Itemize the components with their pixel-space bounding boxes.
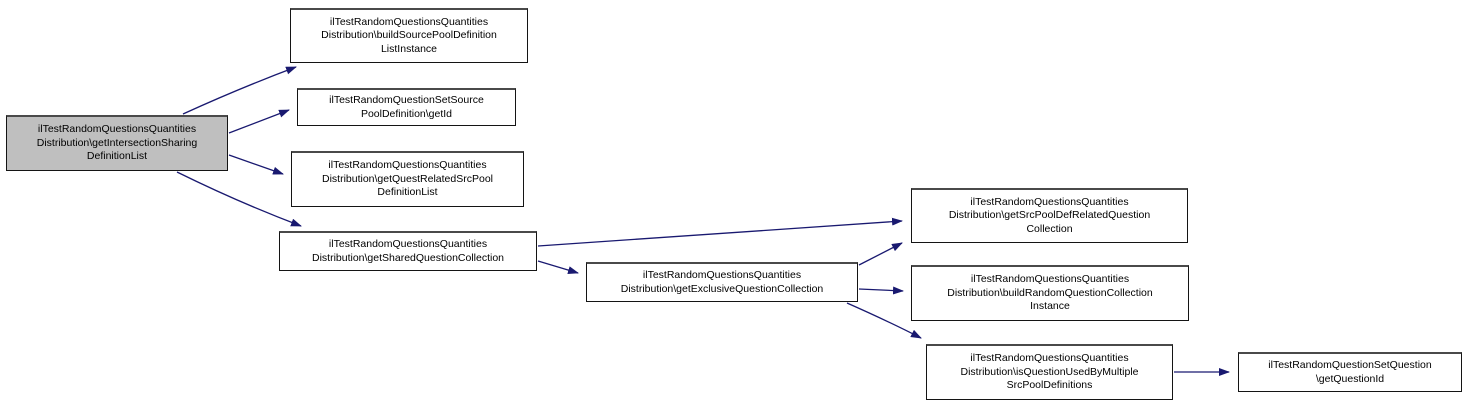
node-label: ilTestRandomQuestionsQuantities Distribu… [36, 123, 198, 163]
node-label: ilTestRandomQuestionsQuantities Distribu… [321, 15, 497, 55]
node-label: ilTestRandomQuestionsQuantities Distribu… [960, 352, 1139, 392]
edge-getexclusive-to-isused [846, 302, 922, 339]
node-label: ilTestRandomQuestionsQuantities Distribu… [947, 273, 1153, 313]
node-isQuestionUsedByMultipleSrcPoolDefinitions[interactable]: ilTestRandomQuestionsQuantities Distribu… [926, 344, 1173, 400]
node-getQuestionId[interactable]: ilTestRandomQuestionSetQuestion \getQues… [1238, 352, 1462, 392]
edge-main-to-buildsourcepool [182, 66, 297, 115]
edge-main-to-getquestrelated [228, 154, 284, 175]
edge-getexclusive-to-buildrandom [858, 286, 904, 295]
node-getId[interactable]: ilTestRandomQuestionSetSource PoolDefini… [297, 88, 516, 126]
node-label: ilTestRandomQuestionsQuantities Distribu… [620, 269, 824, 295]
node-label: ilTestRandomQuestionSetSource PoolDefini… [329, 94, 484, 120]
node-label: ilTestRandomQuestionsQuantities Distribu… [321, 159, 493, 199]
node-label: ilTestRandomQuestionsQuantities Distribu… [948, 195, 1151, 235]
node-label: ilTestRandomQuestionsQuantities Distribu… [311, 238, 505, 264]
edge-getshared-to-getsrcpooldef [537, 217, 903, 247]
edge-getshared-to-getexclusive [537, 260, 579, 274]
edge-main-to-getid [228, 109, 290, 134]
node-getSrcPoolDefRelatedQuestionCollection[interactable]: ilTestRandomQuestionsQuantities Distribu… [911, 188, 1188, 243]
node-getExclusiveQuestionCollection[interactable]: ilTestRandomQuestionsQuantities Distribu… [586, 262, 858, 302]
node-getIntersectionSharingDefinitionList: ilTestRandomQuestionsQuantities Distribu… [6, 115, 228, 171]
node-label: ilTestRandomQuestionSetQuestion \getQues… [1268, 359, 1432, 385]
edge-getexclusive-to-getsrcpooldef [858, 242, 903, 266]
node-getQuestRelatedSrcPoolDefinitionList[interactable]: ilTestRandomQuestionsQuantities Distribu… [291, 151, 524, 207]
node-buildRandomQuestionCollectionInstance[interactable]: ilTestRandomQuestionsQuantities Distribu… [911, 265, 1189, 321]
edge-main-to-getshared [176, 171, 302, 227]
node-getSharedQuestionCollection[interactable]: ilTestRandomQuestionsQuantities Distribu… [279, 231, 537, 271]
node-buildSourcePoolDefinitionListInstance[interactable]: ilTestRandomQuestionsQuantities Distribu… [290, 8, 528, 63]
